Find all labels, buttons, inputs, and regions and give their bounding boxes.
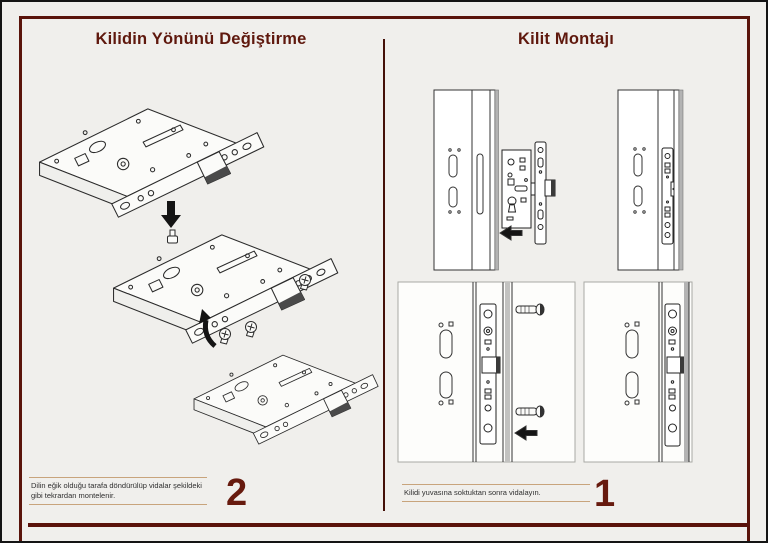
- lock-step-bottom: [193, 354, 379, 445]
- right-step-number: 1: [594, 473, 616, 515]
- right-section-title: Kilit Montajı: [517, 30, 615, 48]
- left-step-number: 2: [226, 472, 248, 514]
- screw-icon: [515, 303, 545, 316]
- screw-icon: [515, 405, 545, 418]
- left-section-title: Kilidin Yönünü Değiştirme: [95, 30, 307, 48]
- figure-lock-installation: [397, 89, 693, 463]
- screw-icon: [245, 321, 257, 338]
- screw-icon: [299, 274, 311, 291]
- latch-pin-icon: [167, 229, 178, 244]
- section-divider: [383, 39, 385, 511]
- page-frame: [19, 16, 750, 541]
- left-caption-text: Dilin eğik olduğu tarafa döndürülüp vida…: [31, 481, 202, 500]
- caption-rule-top: [29, 477, 207, 478]
- figure-change-lock-direction: [39, 108, 379, 445]
- screw-icon: [219, 328, 231, 345]
- arrow-down-icon: [161, 201, 181, 228]
- panel-screw-faceplate: [397, 281, 576, 463]
- footer-rule: [28, 523, 747, 527]
- panel-lock-installed: [583, 281, 693, 463]
- caption-rule-bottom: [402, 501, 590, 502]
- caption-rule-bottom: [29, 504, 207, 505]
- lock-step-top: [39, 108, 265, 218]
- curved-arrow-icon: [199, 309, 217, 348]
- panel-lock-inserted: [617, 89, 684, 271]
- caption-rule-top: [402, 484, 590, 485]
- right-caption-text: Kilidi yuvasına soktuktan sonra vidalayı…: [404, 488, 541, 497]
- right-caption-box: Kilidi yuvasına soktuktan sonra vidalayı…: [402, 484, 590, 502]
- panel-insert-lock: [433, 89, 556, 271]
- left-caption-box: Dilin eğik olduğu tarafa döndürülüp vida…: [29, 477, 207, 505]
